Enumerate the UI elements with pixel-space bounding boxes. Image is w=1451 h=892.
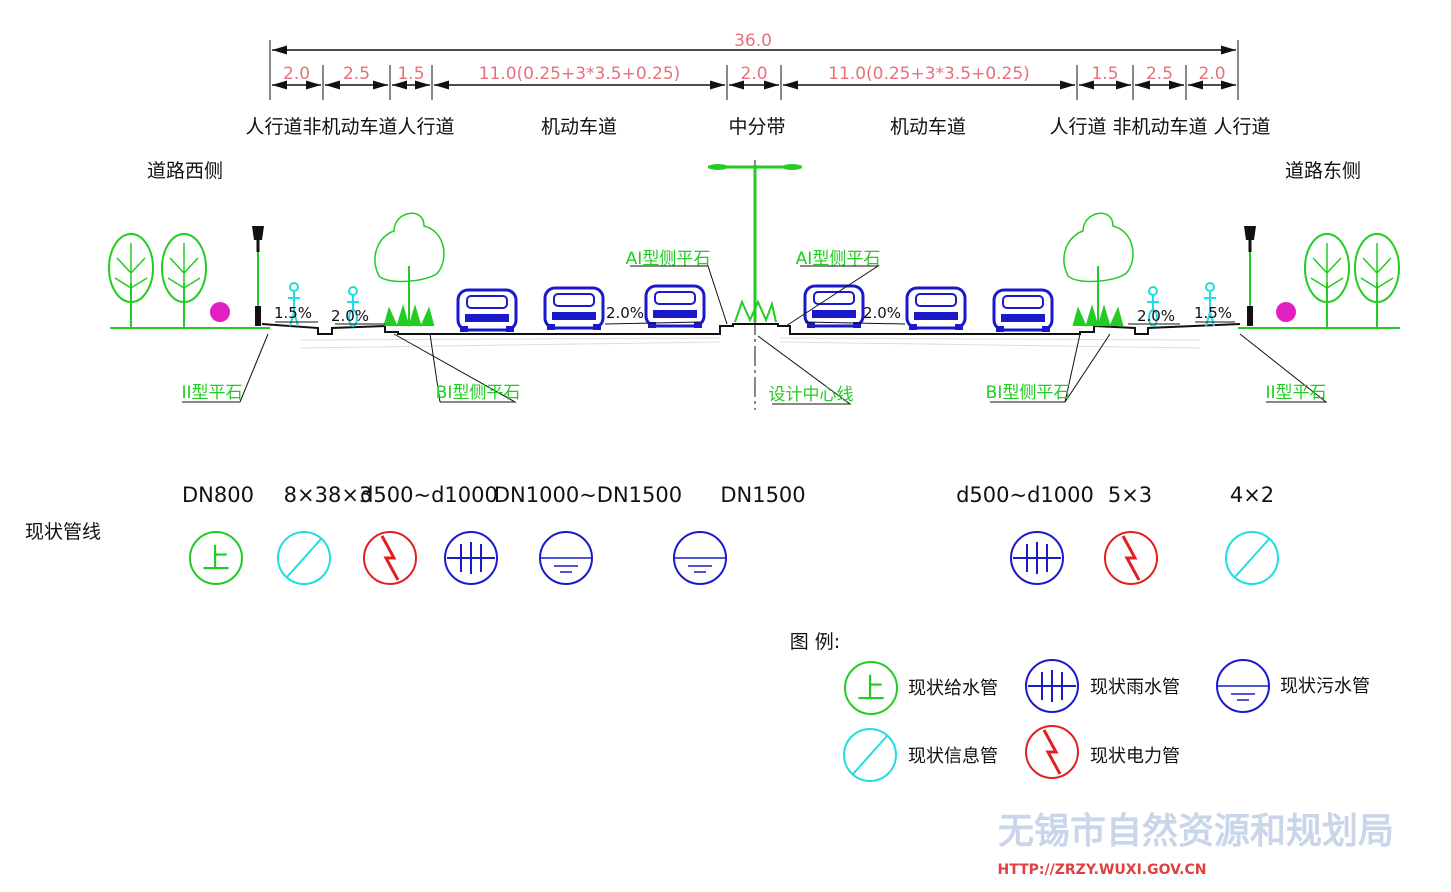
rain-pipe-icon	[1025, 659, 1079, 713]
dimension-segments: 2.0 2.5 1.5 11.0(0.25+3*3.5+0.25) 2.0 11.0(0.…	[269, 64, 1239, 100]
section-east-lanes: 机动车道	[890, 116, 966, 138]
rain-pipe-icon	[1010, 531, 1064, 585]
sewer-pipe-icon	[673, 531, 727, 585]
dimension-total: 36.0	[269, 31, 1239, 100]
east-side-label: 道路东侧	[1285, 160, 1361, 182]
slope-label: 1.5%	[274, 304, 312, 322]
tree-icon	[1354, 233, 1400, 329]
legend-power-label: 现状电力管	[1090, 746, 1180, 767]
car-icon	[905, 286, 967, 332]
rain-pipe-icon	[444, 531, 498, 585]
watermark-agency: 无锡市自然资源和规划局	[998, 810, 1394, 852]
callout-leaders	[182, 265, 1328, 405]
dim-segment-label: 11.0(0.25+3*3.5+0.25)	[828, 64, 1030, 84]
slope-label: 2.0%	[606, 304, 644, 322]
car-icon	[456, 288, 518, 334]
tree-icon	[1304, 233, 1350, 329]
tree-icon	[108, 233, 154, 329]
street-tree-icon	[373, 212, 445, 327]
section-median: 中分带	[728, 116, 785, 138]
pipe-size: d500~d1000	[956, 483, 1094, 507]
dim-segment-label: 1.5	[1091, 64, 1118, 84]
water-pipe-icon: 上	[844, 661, 898, 715]
pipe-size: DN1000~DN1500	[494, 483, 682, 507]
power-pipe-icon	[1104, 531, 1158, 585]
watermark-url: HTTP://ZRZY.WUXI.GOV.CN	[998, 862, 1207, 878]
cyclist-icons	[347, 286, 1159, 327]
pipe-size: DN800	[182, 483, 254, 507]
callout-ii-flat-right: II型平石	[1265, 383, 1326, 403]
callout-ai-curb-right: AI型侧平石	[796, 249, 881, 269]
flower-shrub-icon	[210, 302, 230, 322]
median-street-light	[708, 164, 802, 323]
car-icon	[543, 286, 605, 332]
dim-segment-label: 2.5	[1146, 64, 1173, 84]
pipelines-title: 现状管线	[25, 521, 101, 543]
slope-label: 2.0%	[331, 307, 369, 325]
legend-sewer-label: 现状污水管	[1280, 676, 1370, 697]
pedestrian-icons	[288, 282, 1216, 327]
car-icon	[992, 288, 1054, 334]
street-tree-icon	[1062, 212, 1134, 327]
pipe-symbols: 上上	[189, 531, 1279, 782]
lamp-post-icon	[250, 224, 266, 328]
callout-bi-curb-left: BI型侧平石	[436, 383, 521, 403]
dim-segment-label: 2.0	[740, 64, 767, 84]
svg-text:上: 上	[857, 672, 885, 705]
dim-segment-label: 2.0	[1198, 64, 1225, 84]
slope-label: 2.0%	[863, 304, 901, 322]
callout-ai-curb-left: AI型侧平石	[626, 249, 711, 269]
telecom-pipe-icon	[1225, 531, 1279, 585]
tree-icon	[161, 233, 207, 329]
legend-water-label: 现状给水管	[908, 678, 998, 699]
pipe-size: d500~d1000	[360, 483, 498, 507]
west-side-label: 道路西侧	[147, 160, 223, 182]
slope-label: 2.0%	[1137, 307, 1175, 325]
svg-text:上: 上	[202, 542, 230, 575]
pipe-size: 8×38×3	[284, 483, 373, 507]
section-west-lanes: 机动车道	[541, 116, 617, 138]
section-west-side: 人行道非机动车道人行道	[245, 116, 454, 138]
power-pipe-icon	[1025, 725, 1079, 779]
sewer-pipe-icon	[539, 531, 593, 585]
legend-rain-label: 现状雨水管	[1090, 677, 1180, 698]
pipe-sizes: DN800 8×38×3 d500~d1000 DN1000~DN1500 DN…	[182, 483, 1274, 507]
power-pipe-icon	[363, 531, 417, 585]
callout-ii-flat-left: II型平石	[181, 383, 242, 403]
dim-segment-label: 2.0	[283, 64, 310, 84]
legend-telecom-label: 现状信息管	[908, 746, 998, 767]
flower-shrub-icon	[1276, 302, 1296, 322]
dim-segment-label: 2.5	[343, 64, 370, 84]
section-east-side: 人行道 非机动车道 人行道	[1049, 116, 1270, 138]
telecom-pipe-icon	[277, 531, 331, 585]
callout-centerline: 设计中心线	[769, 385, 854, 405]
slope-labels: 1.5% 2.0% 2.0% 2.0% 2.0% 1.5%	[274, 304, 1235, 325]
pipe-size: 5×3	[1108, 483, 1152, 507]
dim-total-label: 36.0	[734, 31, 772, 51]
callout-bi-curb-right: BI型侧平石	[986, 383, 1071, 403]
pipe-size: DN1500	[720, 483, 805, 507]
dim-segment-label: 1.5	[397, 64, 424, 84]
water-pipe-icon: 上	[189, 531, 243, 585]
slope-label: 1.5%	[1194, 304, 1232, 322]
legend-title: 图 例:	[790, 631, 840, 653]
pipe-size: 4×2	[1230, 483, 1274, 507]
lamp-post-icon	[1242, 224, 1258, 328]
telecom-pipe-icon	[843, 728, 897, 782]
sewer-pipe-icon	[1216, 659, 1270, 713]
dim-segment-label: 11.0(0.25+3*3.5+0.25)	[479, 64, 681, 84]
road-surface	[110, 160, 1400, 410]
